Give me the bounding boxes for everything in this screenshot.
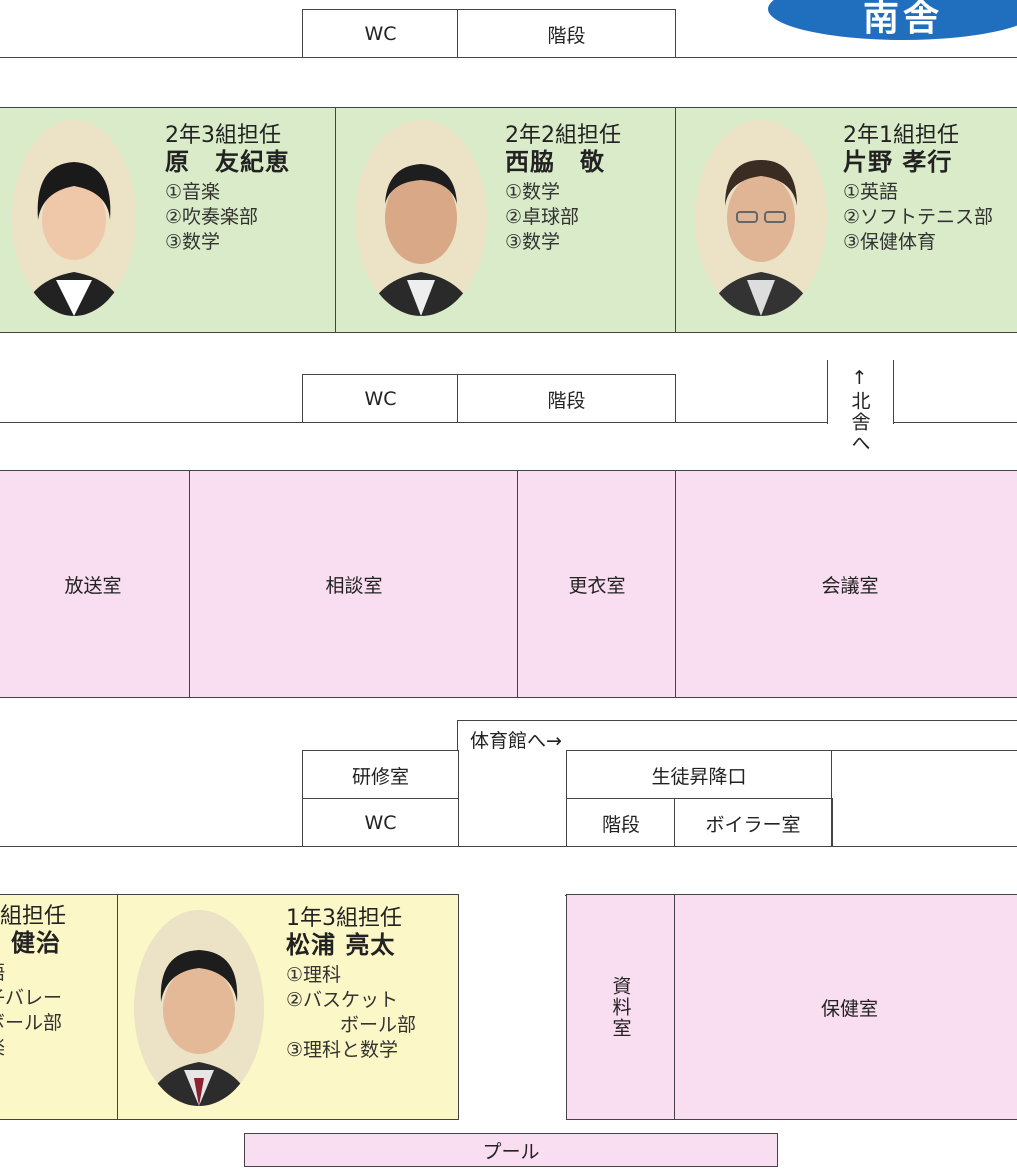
teacher-info: 1年3組担任 松浦 亮太 ①理科 ②バスケット ボール部 ③理科と数学	[286, 908, 416, 1063]
teacher-info: 2年3組担任 原 友紀恵 ①音楽 ②吹奏楽部 ③数学	[165, 125, 290, 255]
corridor-3	[0, 846, 1017, 896]
to-gym-label: 体育館へ→	[470, 730, 562, 752]
wc-middle: WC	[302, 374, 459, 424]
homeroom-label: 1年3組担任	[286, 906, 402, 931]
student-entrance: 生徒昇降口	[566, 750, 832, 800]
teacher-detail: ①英語	[843, 181, 899, 203]
teacher-detail: 語	[0, 961, 66, 986]
stairs-lower: 階段	[566, 798, 676, 848]
teacher-name: 原 友紀恵	[165, 148, 290, 176]
homeroom-label: 2年2組担任	[505, 123, 621, 148]
teacher-info: 2年2組担任 西脇 敬 ①数学 ②卓球部 ③数学	[505, 125, 621, 255]
pool: プール	[244, 1133, 778, 1167]
teacher-photo	[12, 120, 136, 316]
teacher-detail: ③数学	[505, 231, 561, 253]
teacher-detail: ②吹奏楽部	[165, 206, 259, 228]
classroom-1-2	[0, 894, 119, 1120]
teacher-detail: ボール部	[340, 1014, 417, 1036]
room-health: 保健室	[674, 894, 1017, 1120]
teacher-name: 片野 孝行	[843, 148, 953, 176]
teacher-name: 松浦 亮太	[286, 931, 396, 959]
teacher-detail: ①理科	[286, 964, 342, 986]
teacher-detail: ②ソフトテニス部	[843, 206, 994, 228]
teacher-photo	[134, 910, 264, 1106]
wc-lower: WC	[302, 798, 459, 848]
teacher-detail: ②卓球部	[505, 206, 580, 228]
teacher-photo	[355, 120, 487, 316]
teacher-info: 2年1組担任 片野 孝行 ①英語 ②ソフトテニス部 ③保健体育	[843, 125, 993, 255]
room-broadcast: 放送室	[0, 470, 191, 698]
boiler-room: ボイラー室	[674, 798, 832, 848]
passage-wall	[893, 360, 894, 424]
stairs-middle: 階段	[457, 374, 676, 424]
teacher-photo	[695, 120, 827, 316]
to-north-building: ↑北舎へ	[848, 366, 871, 454]
building-badge: 南舎	[768, 0, 1017, 40]
teacher-name: 西脇 敬	[505, 148, 605, 176]
teacher-detail: ③数学	[165, 231, 221, 253]
room-materials: 資料室	[566, 894, 676, 1120]
teacher-detail: 子バレー	[0, 987, 63, 1009]
teacher-name: 健治	[10, 929, 61, 957]
room-training: 研修室	[302, 750, 459, 800]
room-meeting: 会議室	[675, 470, 1017, 698]
room-consultation: 相談室	[189, 470, 519, 698]
homeroom-label: 2年3組担任	[165, 123, 281, 148]
teacher-detail: ボール部	[0, 1012, 63, 1034]
room-changing: 更衣室	[517, 470, 677, 698]
homeroom-label: 2年1組担任	[843, 123, 959, 148]
passage-wall	[827, 360, 828, 424]
stairs-top: 階段	[457, 9, 676, 59]
homeroom-label: 2組担任	[0, 904, 66, 929]
teacher-detail: ②バスケット	[286, 989, 399, 1011]
teacher-detail: ③保健体育	[843, 231, 937, 253]
corridor-1	[0, 57, 1017, 109]
teacher-detail: ①数学	[505, 181, 561, 203]
teacher-detail: ③理科と数学	[286, 1039, 399, 1061]
wc-top: WC	[302, 9, 459, 59]
teacher-detail: ①音楽	[165, 181, 221, 203]
teacher-info-partial: 2組担任 健治 語 子バレー ボール部 楽	[0, 906, 66, 1061]
teacher-detail: 楽	[0, 1036, 66, 1061]
